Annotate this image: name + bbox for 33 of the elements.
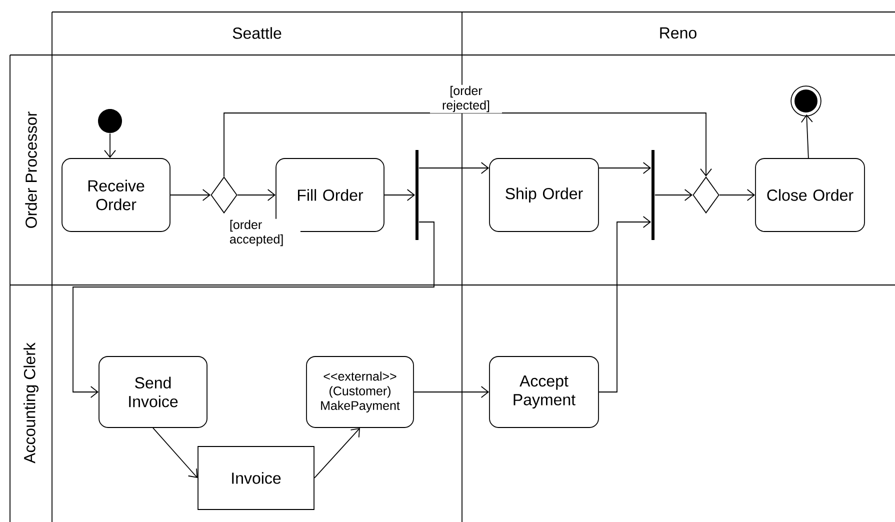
arrow	[314, 428, 360, 478]
arrow	[800, 114, 813, 158]
lane-header: Order Processor	[25, 112, 37, 228]
arrow	[237, 189, 276, 201]
arrow	[598, 162, 652, 174]
action-box: Ship Order	[489, 158, 599, 232]
lane-header: Reno	[660, 27, 696, 39]
action-box: Receive Order	[62, 158, 170, 232]
arrow	[224, 112, 712, 177]
arrow	[414, 386, 490, 398]
action-box: Send Invoice	[98, 356, 208, 428]
arrow	[152, 428, 198, 478]
final-node	[790, 86, 822, 116]
fork-bar	[416, 150, 418, 240]
arrow	[72, 222, 434, 398]
action-box: Fill Order	[276, 158, 384, 232]
arrow	[598, 216, 652, 392]
arrow	[654, 189, 693, 201]
initial-node	[98, 109, 122, 133]
fork-bar	[652, 150, 654, 240]
arrow	[384, 189, 416, 201]
lane-header: Seattle	[232, 27, 282, 39]
arrow	[104, 133, 116, 158]
edge-label: [order accepted]	[228, 218, 300, 248]
edge-label: [order rejected]	[430, 84, 502, 114]
action-box: Close Order	[755, 158, 865, 232]
arrow	[170, 189, 211, 201]
object-box: Invoice	[198, 446, 314, 510]
arrow	[719, 189, 756, 201]
action-box: Accept Payment	[489, 356, 599, 428]
action-box: <<external>> (Customer) MakePayment	[306, 356, 414, 428]
arrow	[418, 162, 490, 174]
lane-header: Accounting Clerk	[24, 342, 38, 464]
